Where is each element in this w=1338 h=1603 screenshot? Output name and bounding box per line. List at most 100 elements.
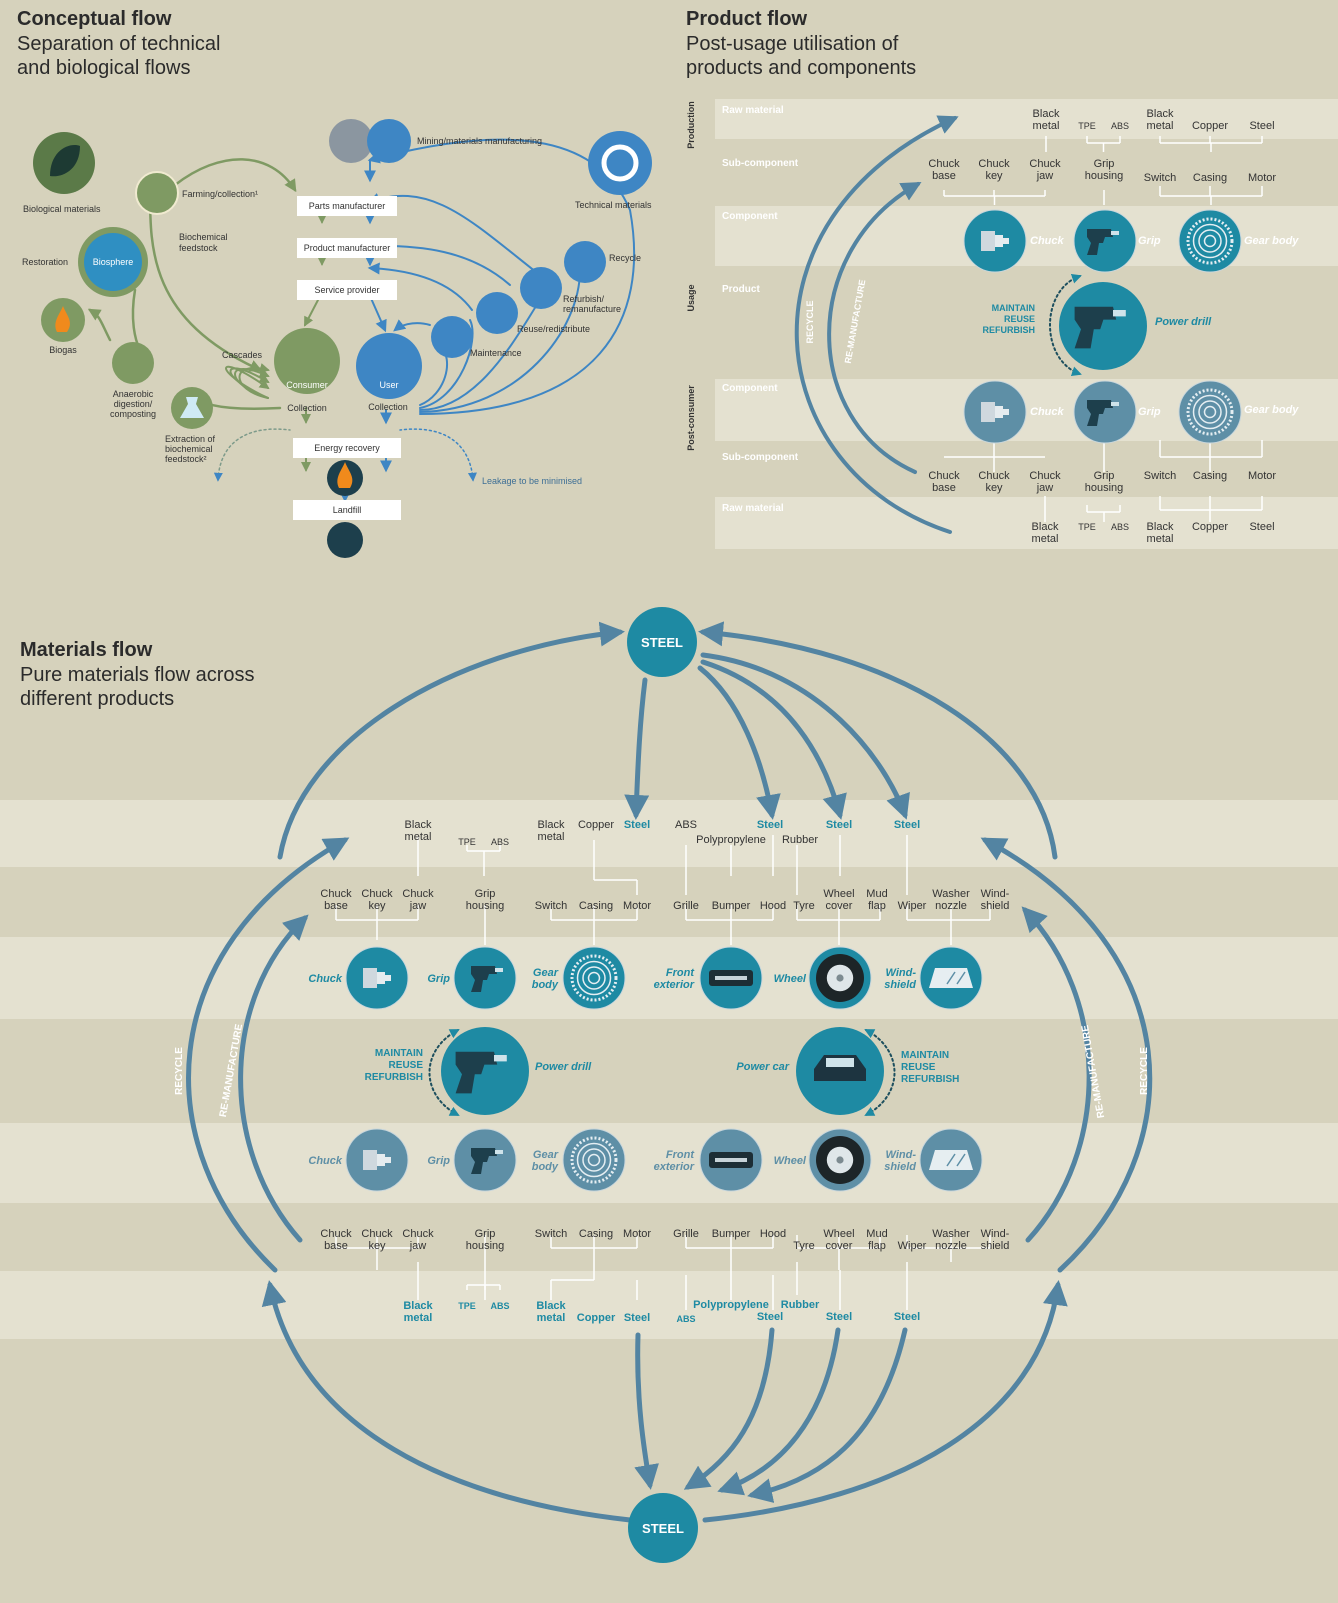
cascade-arc bbox=[225, 365, 270, 399]
user-icon bbox=[356, 333, 422, 399]
anaerobic-label: Anaerobic bbox=[113, 389, 154, 399]
materials-flow-title: Materials flow bbox=[20, 639, 153, 661]
steel-to-wheel-arrow bbox=[700, 659, 847, 820]
loop-refurbish bbox=[419, 299, 541, 411]
material-label: Grip bbox=[1094, 470, 1115, 482]
material-label: Chuck bbox=[402, 1228, 434, 1240]
material-label: Casing bbox=[1193, 470, 1227, 482]
material-label: Washer bbox=[932, 888, 970, 900]
material-label: housing bbox=[466, 900, 505, 912]
bio-arc-restoration bbox=[131, 288, 142, 352]
product-band bbox=[715, 99, 1338, 139]
material-label: TPE bbox=[1078, 121, 1096, 131]
front-exterior-label: exterior bbox=[654, 979, 695, 991]
box-label-service-provider: Service provider bbox=[314, 285, 379, 295]
material-label: Polypropylene bbox=[693, 1299, 769, 1311]
refurbish-label: REFURBISH bbox=[982, 325, 1035, 335]
product-flow-title: Product flow bbox=[686, 8, 808, 30]
grip-label: Grip bbox=[1138, 406, 1161, 418]
chain-arrow bbox=[369, 295, 387, 333]
material-label: Grip bbox=[475, 888, 496, 900]
material-label: Black bbox=[536, 1300, 566, 1312]
row-label: Component bbox=[722, 211, 778, 222]
material-label: Grille bbox=[673, 1228, 699, 1240]
material-label: Steel bbox=[624, 819, 650, 831]
bio-arc-biogas bbox=[87, 308, 112, 342]
collection-label: Collection bbox=[287, 403, 327, 413]
loop-reuse bbox=[419, 319, 474, 409]
front-exterior-label: exterior bbox=[654, 1161, 695, 1173]
material-label: Black bbox=[1147, 521, 1174, 533]
material-label: Wiper bbox=[898, 900, 927, 912]
material-label: Copper bbox=[1192, 120, 1228, 132]
remanufacture-loop-right bbox=[1021, 906, 1092, 1243]
material-label: Wind- bbox=[981, 888, 1010, 900]
material-label: Chuck bbox=[361, 888, 393, 900]
power-drill-icon bbox=[1074, 306, 1126, 349]
material-label: Tyre bbox=[793, 1240, 814, 1252]
wheel-label: Wheel bbox=[774, 973, 807, 985]
material-label: Steel bbox=[624, 1312, 650, 1324]
hood-to-steel-arrow bbox=[683, 1327, 775, 1490]
anaerobic-digestion-icon bbox=[112, 342, 154, 384]
refurbish-label: Refurbish/ bbox=[563, 294, 605, 304]
box-landfill bbox=[293, 500, 401, 520]
material-label: metal bbox=[1147, 120, 1174, 132]
maintain-loop-drill bbox=[428, 1029, 460, 1116]
box-label-landfill: Landfill bbox=[333, 505, 362, 515]
gear-body-label: Gear bbox=[533, 967, 559, 979]
recycle-label: RECYCLE bbox=[1139, 1047, 1150, 1095]
material-label: Bumper bbox=[712, 900, 751, 912]
component-grip-node bbox=[1073, 209, 1137, 273]
landfill-truck-icon bbox=[327, 522, 363, 558]
windshield-label: shield bbox=[884, 1161, 916, 1173]
loop-technical-materials bbox=[367, 138, 636, 415]
power-drill-node bbox=[441, 1027, 529, 1115]
reuse-label: REUSE bbox=[389, 1060, 424, 1071]
flame-icon bbox=[55, 306, 70, 332]
material-label: metal bbox=[1032, 533, 1059, 545]
material-label: housing bbox=[1085, 482, 1124, 494]
grip-icon bbox=[471, 966, 503, 992]
material-label: Motor bbox=[1248, 172, 1276, 184]
material-label: Black bbox=[1033, 108, 1060, 120]
material-label: Chuck bbox=[320, 888, 352, 900]
shield-icon bbox=[929, 1150, 973, 1170]
wheel-label: Wheel bbox=[774, 1155, 807, 1167]
flame-icon bbox=[337, 462, 353, 488]
material-label: Switch bbox=[1144, 172, 1176, 184]
gear-body-icon bbox=[1186, 388, 1234, 436]
material-label: Black bbox=[403, 1300, 433, 1312]
technical-materials-label: Technical materials bbox=[575, 200, 652, 210]
extraction-label: feedstock² bbox=[165, 454, 207, 464]
power-car-icon bbox=[814, 1055, 866, 1081]
steel-to-drill-arrow bbox=[624, 677, 650, 820]
material-label: nozzle bbox=[935, 900, 967, 912]
component-grip-node bbox=[1073, 380, 1137, 444]
row-label: Raw material bbox=[722, 105, 784, 116]
steel-to-wiper-arrow bbox=[700, 652, 910, 820]
material-label: key bbox=[985, 482, 1003, 494]
recycle-label: Recycle bbox=[609, 253, 641, 263]
material-label: Black bbox=[1147, 108, 1174, 120]
material-label: Casing bbox=[1193, 172, 1227, 184]
material-label: ABS bbox=[491, 837, 509, 847]
material-label: Mud bbox=[866, 888, 887, 900]
material-label: Steel bbox=[757, 1311, 783, 1323]
bumper-icon bbox=[709, 1152, 753, 1168]
material-label: Chuck bbox=[402, 888, 434, 900]
mining-truck-icon bbox=[367, 119, 411, 163]
extraction-label: biochemical bbox=[165, 444, 213, 454]
gear-body-label: Gear bbox=[533, 1149, 559, 1161]
material-label: Wiper bbox=[898, 1240, 927, 1252]
front-exterior-label: Front bbox=[666, 1149, 695, 1161]
material-label: jaw bbox=[1036, 170, 1054, 182]
material-label: Polypropylene bbox=[696, 834, 766, 846]
product-band bbox=[715, 274, 1338, 374]
collection-label: Collection bbox=[368, 402, 408, 412]
material-label: ABS bbox=[1111, 522, 1129, 532]
row-label: Product bbox=[722, 284, 760, 295]
material-label: cover bbox=[826, 1240, 853, 1252]
material-label: Steel bbox=[894, 819, 920, 831]
phase-production-label: Production bbox=[686, 101, 696, 149]
